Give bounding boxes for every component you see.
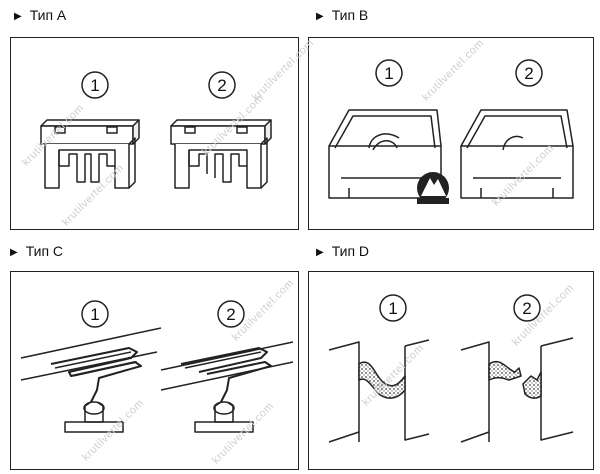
callout-2: 2 — [226, 305, 235, 324]
heading-type-d-label: Тип D — [331, 243, 370, 259]
heading-type-a: ▶ Тип А — [14, 7, 66, 23]
fuse-type-b-illustration: 1 2 — [328, 59, 574, 204]
heading-type-d: ▶ Тип D — [316, 243, 369, 259]
callout-1: 1 — [90, 76, 99, 95]
triangle-right-icon: ▶ — [316, 11, 324, 22]
heading-type-c: ▶ Тип С — [10, 243, 63, 259]
triangle-right-icon: ▶ — [316, 247, 324, 258]
panel-type-c: 1 2 — [10, 271, 299, 470]
heading-type-b-label: Тип В — [331, 7, 369, 23]
callout-1: 1 — [384, 64, 393, 83]
fuse-type-c-illustration: 1 2 — [20, 300, 294, 433]
panel-type-a: 1 2 — [10, 37, 299, 230]
heading-type-a-label: Тип А — [29, 7, 67, 23]
callout-1: 1 — [90, 305, 99, 324]
callout-2: 2 — [524, 64, 533, 83]
callout-2: 2 — [217, 76, 226, 95]
heading-type-c-label: Тип С — [25, 243, 64, 259]
fuse-type-d-illustration: 1 2 — [328, 294, 574, 443]
callout-2: 2 — [522, 299, 531, 318]
heading-type-b: ▶ Тип В — [316, 7, 368, 23]
panel-type-d: 1 2 — [308, 271, 594, 470]
fuse-type-a-illustration: 1 2 — [40, 71, 272, 189]
panel-type-b: 1 2 — [308, 37, 594, 230]
triangle-right-icon: ▶ — [10, 247, 18, 258]
mountain-logo-icon — [417, 172, 449, 204]
triangle-right-icon: ▶ — [14, 11, 22, 22]
callout-1: 1 — [388, 299, 397, 318]
